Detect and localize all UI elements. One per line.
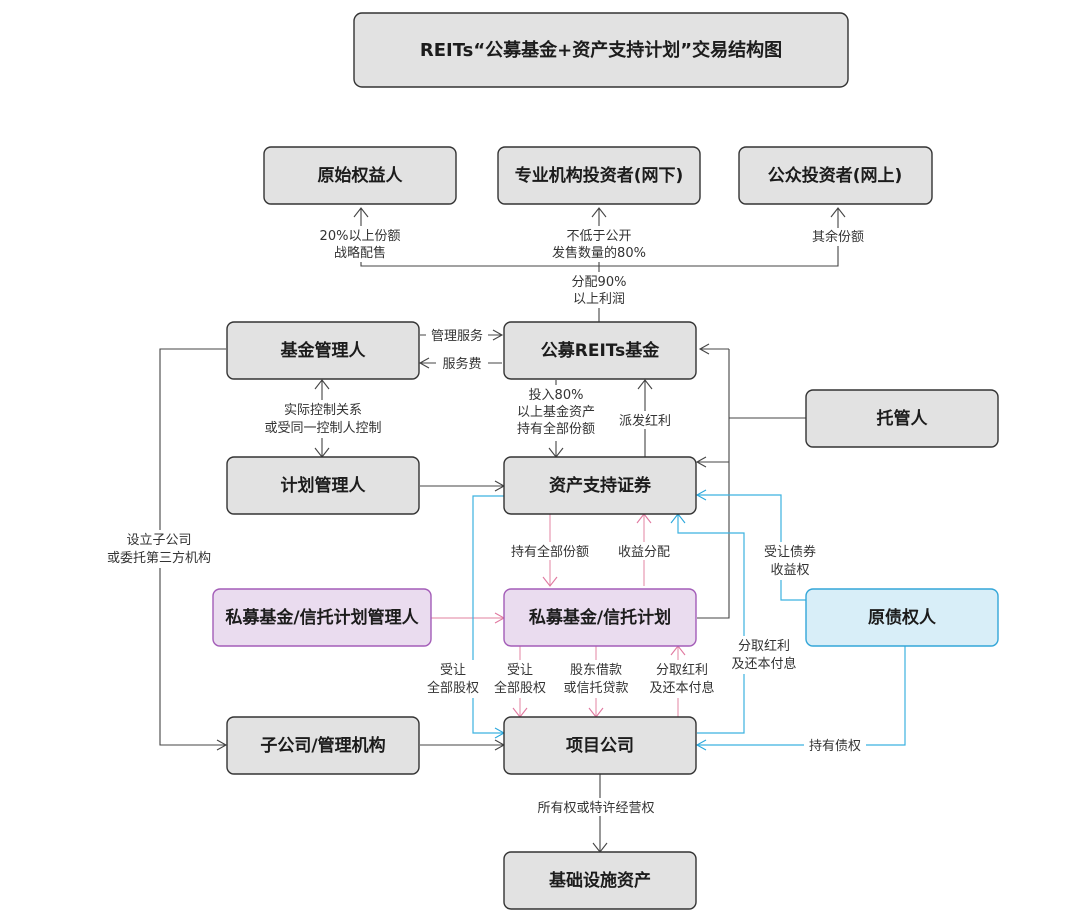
svg-text:原始权益人: 原始权益人 [318, 165, 404, 186]
label-service-fee: 服务费 [442, 356, 481, 372]
label-hold-debt: 持有债权 [809, 738, 861, 754]
arrow-to-subsidiary [216, 739, 228, 751]
node-original-creditor: 原债权人 [805, 588, 999, 647]
arrow-to-original-owner [353, 207, 369, 218]
label-remaining: 其余份额 [812, 229, 864, 245]
node-fund-manager: 基金管理人 [226, 321, 420, 380]
node-pe-manager: 私募基金/信托计划管理人 [212, 588, 432, 647]
hold-debt-line [697, 646, 906, 746]
label-transfer-debt-1: 受让债券 [764, 544, 816, 560]
node-plan-manager: 计划管理人 [226, 456, 420, 515]
label-loan-2: 或信托贷款 [563, 681, 628, 696]
blue-connectors [472, 489, 906, 751]
label-transfer-all-1: 受让 [440, 663, 466, 678]
label-invest-1: 投入80% [529, 387, 584, 403]
arrow-to-public-investor [830, 207, 846, 218]
label-hold-all: 持有全部份额 [511, 544, 589, 560]
custodian-vertical-line [697, 349, 730, 619]
label-distribute-1: 分配90% [572, 275, 627, 290]
transfer-all-line [472, 495, 504, 734]
edge-labels: 20%以上份额 战略配售 不低于公开 发售数量的80% 其余份额 分配90% 以… [92, 226, 874, 816]
label-strategic-1: 20%以上份额 [320, 229, 401, 244]
label-transfer-all-2: 全部股权 [427, 680, 479, 696]
svg-text:资产支持证券: 资产支持证券 [549, 475, 652, 496]
svg-text:计划管理人: 计划管理人 [281, 475, 367, 496]
svg-text:基金管理人: 基金管理人 [280, 340, 367, 361]
label-mgmt-service: 管理服务 [431, 328, 483, 344]
label-ownership: 所有权或特许经营权 [537, 800, 654, 816]
label-invest-3: 持有全部份额 [517, 421, 595, 437]
node-reits-fund: 公募REITs基金 [503, 321, 697, 380]
arrow-control-up [314, 379, 330, 390]
label-transfer-debt-2: 收益权 [770, 562, 809, 578]
svg-text:私募基金/信托计划: 私募基金/信托计划 [529, 607, 671, 628]
svg-text:原债权人: 原债权人 [868, 607, 937, 628]
svg-text:专业机构投资者(网下): 专业机构投资者(网下) [515, 165, 684, 186]
label-dividend-repay-1: 分取红利 [656, 662, 708, 678]
arrow-service-fee [418, 357, 430, 369]
label-loan-1: 股东借款 [570, 663, 622, 678]
label-income-dist: 收益分配 [618, 545, 670, 560]
label-dividend-repay-b1: 分取红利 [738, 638, 790, 654]
arrow-to-pro-investor [591, 207, 607, 218]
node-public-investor: 公众投资者(网上) [738, 146, 933, 205]
label-offline-2: 发售数量的80% [552, 245, 646, 261]
label-control-1: 实际控制关系 [284, 403, 362, 418]
label-transfer-equity-1: 受让 [507, 663, 533, 678]
dividend-repay-blue-line [677, 514, 745, 734]
label-transfer-equity-2: 全部股权 [494, 680, 546, 696]
svg-text:子公司/管理机构: 子公司/管理机构 [260, 735, 385, 756]
arrow-hold-debt [695, 739, 707, 751]
label-setup-2: 或委托第三方机构 [107, 550, 211, 566]
node-infra-asset: 基础设施资产 [503, 851, 697, 910]
arrow-custodian-fund [698, 343, 710, 355]
node-abs: 资产支持证券 [503, 456, 697, 515]
node-custodian: 托管人 [805, 389, 999, 448]
svg-text:托管人: 托管人 [877, 408, 929, 429]
arrow-custodian-abs [695, 456, 707, 468]
label-dividend: 派发红利 [619, 413, 671, 429]
svg-text:公众投资者(网上): 公众投资者(网上) [768, 165, 903, 186]
label-offline-1: 不低于公开 [566, 229, 631, 244]
arrow-dividend [637, 379, 653, 390]
node-project-company: 项目公司 [503, 716, 697, 775]
svg-text:基础设施资产: 基础设施资产 [548, 870, 651, 891]
label-invest-2: 以上基金资产 [517, 404, 595, 420]
arrow-hold-all [542, 576, 558, 587]
diagram-title-text: REITs“公募基金+资产支持计划”交易结构图 [420, 39, 782, 61]
label-control-2: 或受同一控制人控制 [264, 421, 381, 436]
node-original-owner: 原始权益人 [263, 146, 457, 205]
label-setup-1: 设立子公司 [126, 533, 191, 548]
arrow-mgmt-service [492, 329, 504, 341]
arrow-transfer-debt [695, 489, 707, 501]
label-strategic-2: 战略配售 [334, 245, 386, 261]
label-distribute-2: 以上利润 [573, 292, 625, 307]
node-subsidiary: 子公司/管理机构 [226, 716, 420, 775]
node-pro-investor: 专业机构投资者(网下) [497, 146, 701, 205]
node-pe-fund: 私募基金/信托计划 [503, 588, 697, 647]
diagram-title: REITs“公募基金+资产支持计划”交易结构图 [353, 12, 849, 88]
svg-text:项目公司: 项目公司 [566, 736, 634, 756]
label-dividend-repay-b2: 及还本付息 [731, 656, 796, 672]
svg-text:私募基金/信托计划管理人: 私募基金/信托计划管理人 [225, 607, 419, 628]
label-dividend-repay-2: 及还本付息 [649, 680, 714, 696]
svg-text:公募REITs基金: 公募REITs基金 [541, 340, 660, 361]
